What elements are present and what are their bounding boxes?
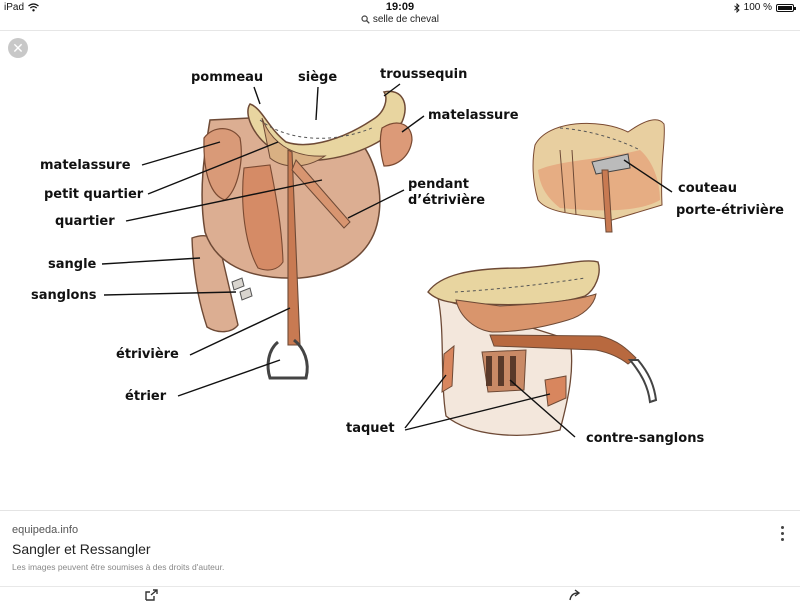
battery-icon — [776, 3, 796, 12]
copyright-note: Les images peuvent être soumises à des d… — [12, 562, 225, 572]
close-icon: ✕ — [12, 40, 24, 56]
label-pendant-line1: pendant — [408, 177, 469, 192]
label-petit-quartier: petit quartier — [44, 187, 144, 202]
search-query-bar[interactable]: selle de cheval — [0, 14, 800, 30]
saddle-seat — [247, 90, 406, 161]
visit-page-icon[interactable] — [145, 589, 159, 601]
more-options-button[interactable] — [774, 523, 790, 547]
image-title[interactable]: Sangler et Ressangler — [12, 541, 151, 557]
battery-percent: 100 % — [743, 2, 772, 13]
seat-stitching — [259, 119, 373, 139]
search-query-text: selle de cheval — [372, 14, 439, 25]
label-sangle: sangle — [48, 257, 97, 272]
knee-roll-right — [379, 122, 413, 167]
label-quartier: quartier — [55, 214, 115, 229]
label-troussequin: troussequin — [380, 67, 467, 82]
label-etriviere: étrivière — [116, 347, 179, 362]
girth-buckles — [231, 277, 253, 301]
label-siege: siège — [298, 70, 337, 85]
underside-saddle-drawing — [427, 260, 658, 436]
more-dots-icon — [780, 526, 784, 529]
search-icon — [361, 15, 370, 24]
device-name: iPad — [4, 2, 25, 13]
saddle-diagram: pommeau siège troussequin matelassure ma… — [31, 67, 784, 446]
label-etrier: étrier — [125, 389, 167, 404]
label-contre-sanglons: contre-sanglons — [586, 431, 704, 446]
stirrup-bar-detail-drawing — [532, 119, 665, 233]
status-left: iPad — [4, 2, 39, 13]
bluetooth-icon — [733, 2, 740, 13]
status-bar: iPad 19:09 100 % — [0, 0, 800, 14]
label-pendant-line2: d’étrivière — [408, 193, 485, 208]
leader-lines — [101, 83, 673, 438]
leather-end — [291, 159, 351, 229]
close-button[interactable]: ✕ — [8, 38, 28, 58]
clock: 19:09 — [385, 1, 415, 13]
label-matelassure-right: matelassure — [428, 108, 519, 123]
image-caption-panel: equipeda.info Sangler et Ressangler Les … — [0, 510, 800, 587]
skirt-shape — [261, 117, 327, 167]
wifi-icon — [28, 3, 39, 12]
label-porte-etriviere: porte-étrivière — [676, 203, 784, 218]
label-taquet: taquet — [346, 421, 395, 436]
source-domain[interactable]: equipeda.info — [12, 524, 79, 536]
saddle-panel — [242, 164, 284, 271]
label-matelassure-left: matelassure — [40, 158, 131, 173]
label-couteau: couteau — [678, 181, 737, 196]
status-right: 100 % — [733, 2, 796, 13]
label-pommeau: pommeau — [191, 70, 263, 85]
main-saddle-drawing — [191, 90, 413, 380]
label-sanglons: sanglons — [31, 288, 97, 303]
share-icon[interactable] — [568, 589, 582, 601]
stirrup-iron — [266, 338, 309, 380]
bottom-toolbar — [0, 586, 800, 601]
diagram-labels: pommeau siège troussequin matelassure ma… — [31, 67, 784, 446]
